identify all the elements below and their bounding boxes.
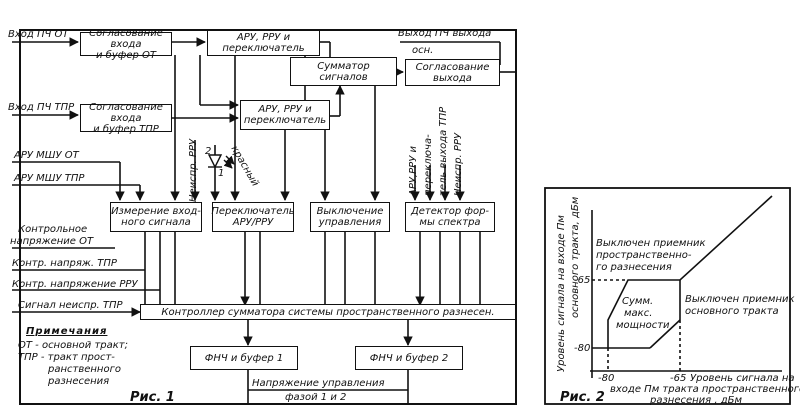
block-fnch2: ФНЧ и буфер 2	[355, 346, 463, 370]
label-rot-a1: АРУ,РРУ и	[408, 146, 419, 196]
block-label: АРУ/РРУ	[232, 217, 274, 228]
block-label: Контроллер сумматора системы пространств…	[161, 306, 495, 318]
block-label: ФНЧ и буфер 2	[369, 352, 449, 364]
fig2-caption: Рис. 2	[560, 390, 605, 405]
fig2-xtick-80: -80	[598, 373, 615, 384]
label-out-pch-2: осн.	[412, 45, 434, 56]
label-neispr-rru: Неиспр. РРУ	[188, 138, 199, 202]
block-label: и буфер ОТ	[96, 49, 156, 61]
block-label: управления	[318, 217, 382, 228]
block-label: Выключение	[316, 206, 384, 217]
label-rot-a4: Неиспр. РРУ	[453, 132, 464, 196]
label-rot-a3: тель выхода ТПР	[438, 106, 449, 196]
notes-line-2: ТПР - тракт прост-	[18, 352, 115, 363]
fig2-region-off-ot-1: Выключен приемник	[685, 294, 795, 305]
fig2-region-sum-3: мощности	[616, 320, 670, 331]
fig2-region-off-tpr-1: Выключен приемник	[596, 238, 706, 249]
label-diode-1: 1	[218, 168, 225, 179]
label-aru-mshu-ot: АРУ МШУ ОТ	[14, 150, 79, 161]
fig2-region-sum-1: Сумм.	[622, 296, 654, 307]
fig1-caption: Рис. 1	[130, 390, 175, 405]
label-out-pch-1: Выход ПЧ выхода	[398, 28, 492, 39]
label-kontr-ot-2: напряжение ОТ	[10, 236, 94, 247]
block-label: Сумматор	[317, 60, 370, 72]
block-detector: Детектор фор-мы спектра	[405, 202, 495, 232]
block-label: мы спектра	[419, 217, 481, 228]
fig2-region-off-tpr-2: пространственно-	[596, 250, 692, 261]
fig2-region-off-tpr-3: го разнесения	[596, 262, 672, 273]
notes-line-1: ОТ - основной тракт;	[18, 340, 128, 351]
fig2-region-sum-2: макс.	[624, 308, 653, 319]
label-aru-mshu-tpr: АРУ МШУ ТПР	[14, 173, 85, 184]
label-rot-a2: переключа-	[423, 134, 434, 196]
block-label: и буфер ТПР	[93, 123, 159, 135]
block-label: Детектор фор-	[410, 206, 490, 217]
block-label: сигналов	[319, 71, 368, 83]
fig2-region-off-ot-2: основного тракта	[685, 306, 779, 317]
block-label: Измерение вход-	[111, 206, 201, 217]
block-label: Согласование входа	[89, 27, 163, 50]
block-label: ФНЧ и буфер 1	[204, 352, 284, 364]
label-kontr-ot-1: Контрольное	[18, 224, 88, 235]
label-kontr-tpr: Контр. напряж. ТПР	[12, 258, 117, 269]
fig2-ytick-65: -65	[574, 275, 591, 286]
fig2-ylabel-1: Уровень сигнала на входе Пм	[556, 215, 567, 372]
notes-line-4: разнесения	[48, 376, 110, 387]
block-label: Переключатель	[211, 206, 295, 217]
label-kontr-rru: Контр. напряжение РРУ	[12, 279, 138, 290]
fig2-ytick-80: -80	[574, 343, 591, 354]
label-in-pch-ot: Вход ПЧ ОТ	[8, 29, 69, 40]
fig2-xtick-65: -65	[670, 373, 687, 384]
fig2-ylabel-2: основного тракта, дБм	[570, 196, 581, 318]
fig2-xlabel-3: разнесения , дБм	[650, 395, 743, 406]
label-upr-2: фазой 1 и 2	[285, 392, 347, 403]
label-diode-2: 2	[205, 146, 212, 157]
block-controller: Контроллер сумматора системы пространств…	[140, 304, 516, 320]
block-label: АРУ, РРУ и	[236, 32, 291, 43]
label-signal-neispr: Сигнал неиспр. ТПР	[18, 300, 123, 311]
label-upr-1: Напряжение управления	[252, 378, 385, 389]
fig2-xlabel-2: входе Пм тракта пространственного	[610, 384, 800, 395]
notes-title: Примечания	[26, 326, 108, 337]
label-in-pch-tpr: Вход ПЧ ТПР	[8, 102, 75, 113]
block-fnch1: ФНЧ и буфер 1	[190, 346, 298, 370]
block-izmerenie: Измерение вход-ного сигнала	[110, 202, 202, 232]
notes-line-3: ранственного	[48, 364, 121, 375]
block-label: Согласование входа	[89, 101, 163, 124]
block-label: Согласование	[415, 61, 490, 73]
block-label: выхода	[433, 72, 472, 84]
block-label: переключатель	[243, 115, 327, 126]
block-label: переключатель	[222, 43, 305, 54]
block-label: ного сигнала	[121, 217, 191, 228]
block-label: АРУ, РРУ и	[258, 104, 312, 115]
fig2-xlabel-1: Уровень сигнала на	[690, 373, 795, 384]
